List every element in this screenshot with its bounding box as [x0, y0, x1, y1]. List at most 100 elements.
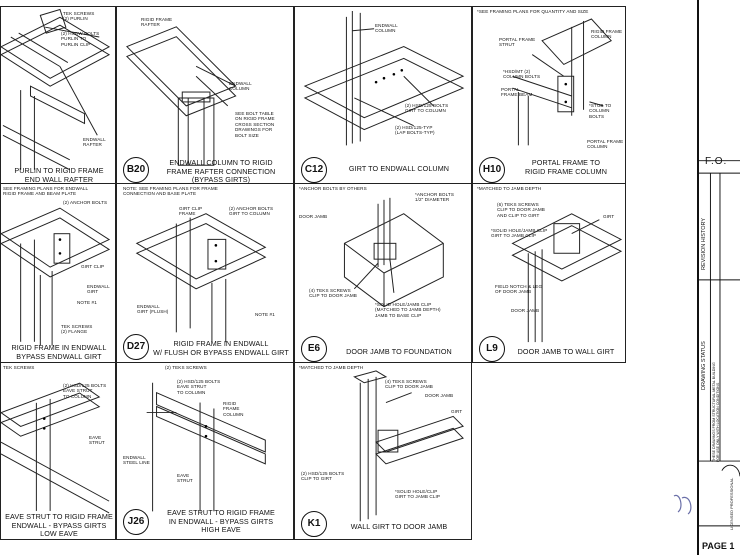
note: DOOR JAMB [425, 393, 454, 398]
note: *MATCHED TO JAMB DEPTH [299, 365, 364, 370]
detail-title: WALL GIRT TO DOOR JAMB [350, 522, 448, 531]
note: *HSD/MT (2)COLUMN BOLTS [503, 69, 541, 80]
detail-c3-drawing [353, 370, 465, 522]
detail-a2-drawing [126, 26, 237, 166]
detail-b1-drawing [1, 207, 111, 346]
note: DOOR JAMB [299, 214, 328, 219]
title-block-grid [699, 160, 740, 527]
detail-a4-drawing [512, 18, 612, 146]
detail-tag: H10 [479, 157, 505, 183]
detail-tag: K1 [301, 511, 327, 537]
detail-b2-drawing [135, 213, 267, 343]
title-block-header: F.O. [705, 156, 728, 167]
detail-a4: *SEE FRAMING PLANS FOR QUANTITY AND SIZE… [472, 6, 626, 184]
note: TEK SCREWS [3, 365, 35, 370]
note: *MATCHED TO JAMB DEPTH [477, 186, 542, 191]
note: *SOLID HOLE/JAMB CLIP(MATCHED TO JAMB DE… [375, 302, 441, 318]
note: (2) ANCHOR BOLTS [63, 200, 108, 205]
page-number: PAGE 1 [702, 541, 735, 551]
detail-tag: C12 [301, 157, 327, 183]
detail-tag: D27 [123, 334, 149, 360]
detail-c1-drawing [1, 382, 110, 514]
note: *ANCHOR BOLTS BY OTHERS [299, 186, 367, 191]
note: *SEE FRAMING PLANS FOR QUANTITY AND SIZE [477, 9, 589, 14]
note: GIRT [451, 409, 463, 414]
engineer-seal: LICENSED PROFESSIONAL [729, 477, 734, 530]
note: GIRT [603, 214, 615, 219]
detail-title: DOOR JAMB TO FOUNDATION [346, 347, 452, 356]
note: TEK SCREWS(2) FLANGE [61, 324, 93, 335]
note: NOTE #1 [255, 312, 275, 317]
note: (2) HSD/125-TYP(LAP BOLTS-TYP) [395, 125, 435, 136]
drawing-status-label: DRAWING STATUS [701, 341, 707, 390]
detail-title: GIRT TO ENDWALL COLUMN [348, 164, 450, 173]
detail-tag: B20 [123, 157, 149, 183]
note: DOOR JAMB [511, 308, 540, 313]
detail-title: DOOR JAMB TO WALL GIRT [517, 347, 615, 356]
revision-history-label: REVISION HISTORY [701, 217, 707, 270]
detail-a1-drawing [1, 8, 111, 171]
detail-tag: E6 [301, 336, 327, 362]
note: GIRT CLIP [81, 264, 105, 269]
detail-tag: J26 [123, 509, 149, 535]
detail-b4-drawing [511, 213, 623, 343]
note: TEK SCREWS(2) PURLIN [63, 11, 95, 22]
title-block: F.O. REVISION HISTORY DRAWING STATUS THE… [697, 0, 740, 555]
detail-b3-drawing [343, 197, 444, 308]
drawing-status-note: THESE DRAWINGS FROM STRUCTURAL METAL BUI… [712, 362, 720, 462]
note: (2) TEKS SCREWS [165, 365, 207, 370]
signature-mark [673, 494, 692, 515]
detail-a3-drawing [303, 10, 465, 146]
detail-c2-drawing [146, 382, 266, 512]
